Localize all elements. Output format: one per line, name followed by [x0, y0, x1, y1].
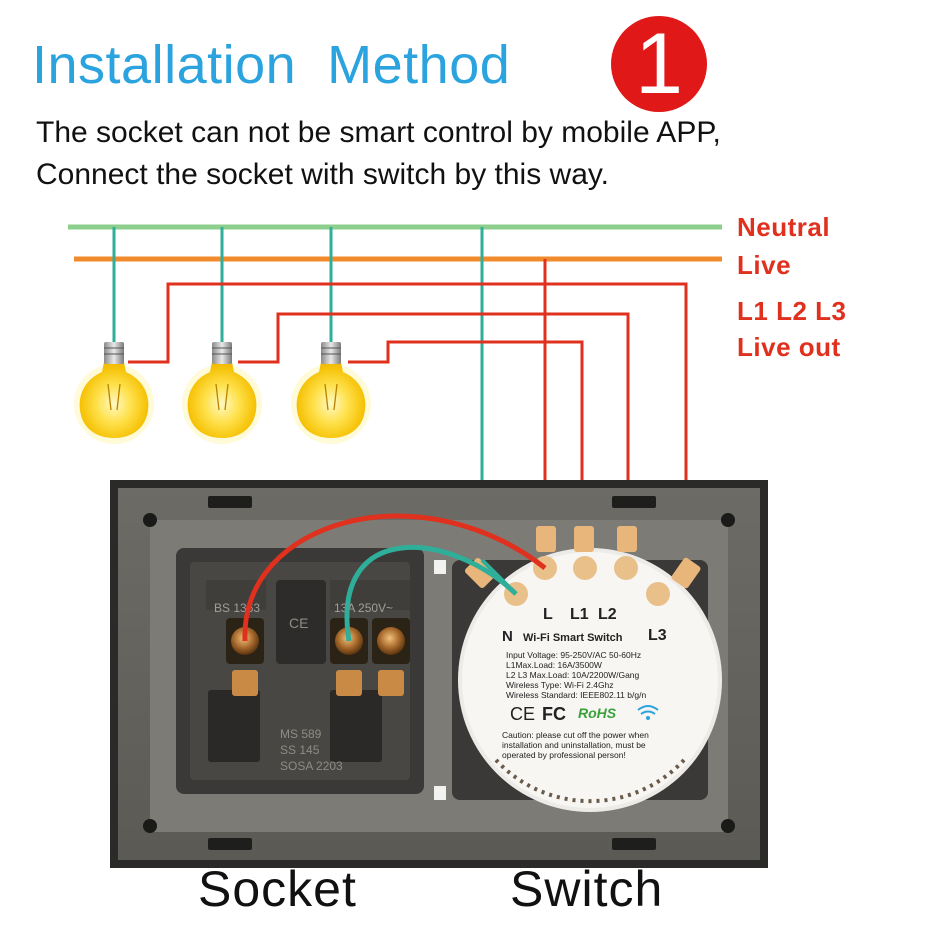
legend-outputs: L1 L2 L3 — [737, 296, 847, 326]
caption-socket: Socket — [198, 861, 357, 917]
description-line-2: Connect the socket with switch by this w… — [36, 158, 610, 191]
description-line-1: The socket can not be smart control by m… — [36, 116, 721, 149]
spec-l2-l3-max-load: L2 L3 Max.Load: 10A/2200W/Gang — [506, 670, 640, 680]
terminal-label-l: L — [543, 606, 553, 623]
switch-module — [452, 526, 722, 812]
page-title: Installation Method — [32, 35, 511, 95]
cert-rohs-mark: RoHS — [578, 705, 617, 721]
spec-wireless-type: Wireless Type: Wi-Fi 2.4Ghz — [506, 680, 614, 690]
socket-stamp-bs: BS 1363 — [214, 601, 260, 615]
jumper-wire-neutral — [344, 545, 518, 642]
socket-stamp-ms: MS 589 — [280, 727, 322, 741]
bulb-2 — [182, 342, 262, 444]
caption-switch: Switch — [510, 861, 664, 917]
neutral-to-switch — [480, 558, 512, 590]
live-out-wires — [128, 282, 688, 548]
socket-stamp-ss: SS 145 — [280, 743, 320, 757]
step-number-badge: 1 — [611, 16, 707, 112]
caution-line-3: operated by professional person! — [502, 750, 626, 760]
jumper-wire-live — [242, 513, 547, 642]
step-number: 1 — [635, 16, 683, 112]
spec-wireless-standard: Wireless Standard: IEEE802.11 b/g/n — [506, 690, 646, 700]
plate-clip-bottom — [434, 786, 446, 800]
socket-stamp-rating: 13A 250V~ — [334, 601, 393, 615]
socket-ce-mark: CE — [289, 615, 308, 631]
terminal-label-l2: L2 — [598, 606, 617, 623]
caution-line-2: installation and uninstallation, must be — [502, 740, 646, 750]
plate-clip-top — [434, 560, 446, 574]
legend-live: Live — [737, 250, 792, 280]
cert-fc-mark: FC — [542, 704, 566, 724]
spec-input-voltage: Input Voltage: 95-250V/AC 50-60Hz — [506, 650, 641, 660]
socket-terminals — [226, 618, 410, 696]
switch-name: Wi-Fi Smart Switch — [523, 632, 623, 644]
legend-live-out: Live out — [737, 332, 841, 362]
cert-ce-mark: CE — [510, 704, 535, 724]
terminal-label-l1: L1 — [570, 606, 589, 623]
socket-stamp-sosa: SOSA 2203 — [280, 759, 343, 773]
spec-l1-max-load: L1Max.Load: 16A/3500W — [506, 660, 602, 670]
bulb-1 — [74, 342, 154, 444]
terminal-label-l3: L3 — [648, 627, 667, 644]
bulb-3 — [291, 342, 371, 444]
legend-neutral: Neutral — [737, 212, 831, 242]
terminal-label-n: N — [502, 628, 513, 645]
caution-line-1: Caution: please cut off the power when — [502, 730, 649, 740]
